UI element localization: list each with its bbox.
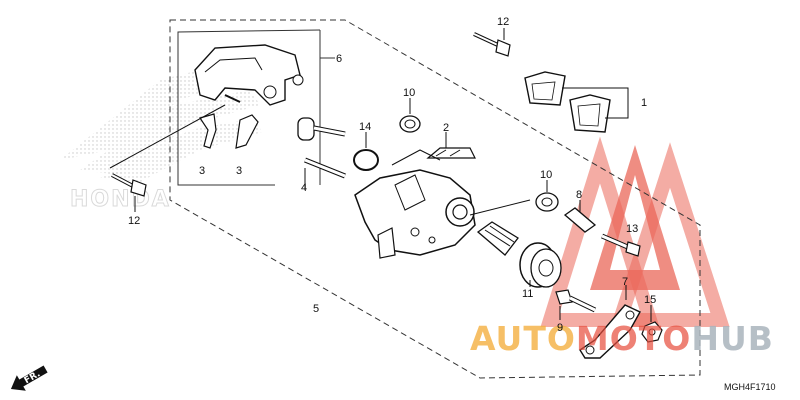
callout-11: 11 (522, 288, 533, 300)
brake-pads (524, 71, 629, 133)
piston-11 (519, 242, 562, 288)
nut-15 (641, 305, 663, 343)
callout-7: 7 (622, 276, 628, 288)
callout-6: 6 (336, 53, 342, 65)
callout-3-right: 3 (236, 165, 242, 177)
watermark-moto: MOTO (576, 319, 691, 358)
callout-12-bottom: 12 (128, 215, 140, 227)
pin-4 (304, 157, 346, 190)
caliper-bracket (194, 44, 304, 106)
bolt-12-bottom (111, 173, 147, 212)
boot-10-upper (399, 98, 421, 133)
front-direction-arrow: FR. (10, 365, 48, 391)
bolt-13 (601, 233, 641, 257)
pad-retainer (426, 132, 476, 159)
diagram-code: MGH4F1710 (724, 382, 776, 392)
pad-spring-right (235, 114, 259, 149)
watermark-hub: HUB (691, 319, 774, 358)
bracket-group-box (177, 29, 321, 186)
watermark-triangle (540, 136, 730, 327)
callout-12-top: 12 (497, 16, 509, 28)
slide-pin-upper (297, 117, 346, 141)
callout-4: 4 (301, 182, 307, 194)
callout-10-upper: 10 (403, 87, 415, 99)
watermark-text: AUTOMOTOHUB (470, 319, 774, 358)
bracket-plate-7 (579, 285, 641, 359)
callout-14: 14 (359, 121, 371, 133)
callout-5: 5 (313, 303, 319, 315)
callout-15: 15 (644, 294, 656, 306)
honda-logo-text: HONDA (70, 187, 171, 212)
pad-spring-left (199, 113, 217, 149)
callout-13: 13 (626, 223, 638, 235)
sleeve-8 (563, 200, 597, 233)
callout-1: 1 (641, 97, 647, 109)
bolt-9 (555, 289, 597, 320)
bolt-12-top (473, 28, 511, 57)
watermark-auto: AUTO (470, 319, 576, 358)
caliper-assembly-boundary (169, 19, 701, 379)
boot-10-right (535, 180, 559, 212)
callout-8: 8 (576, 189, 582, 201)
callout-3-left: 3 (199, 165, 205, 177)
piston-boot (476, 221, 519, 256)
callout-9: 9 (557, 322, 563, 334)
caliper-body (354, 169, 476, 259)
callout-10-right: 10 (540, 169, 552, 181)
seal-ring (353, 132, 379, 171)
callout-2: 2 (443, 122, 449, 134)
